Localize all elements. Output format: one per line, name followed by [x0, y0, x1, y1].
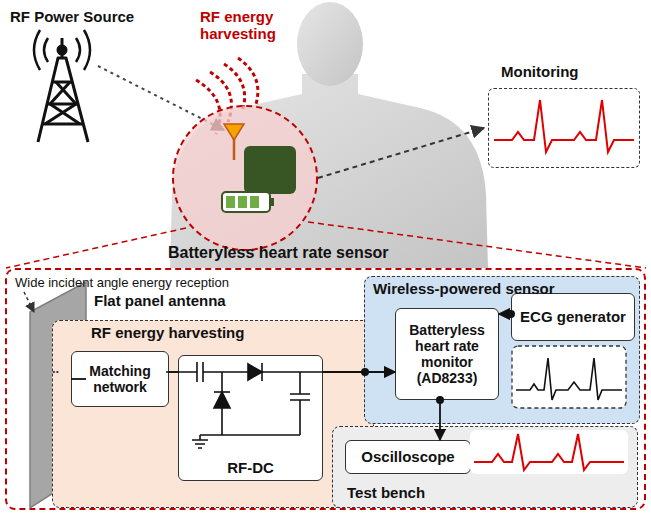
node-text: Flat panel antenna [94, 292, 226, 309]
process-box: ECG generator [511, 293, 635, 341]
zoom-line [6, 228, 186, 268]
monitoring-box: Monitoring [488, 88, 640, 168]
connector [323, 371, 395, 373]
node-text: Monitoring [501, 63, 578, 80]
node-text: Test bench [347, 484, 425, 501]
rectifier-circuit [166, 362, 365, 448]
human-figure [170, 2, 488, 268]
node-text: Matching network [72, 361, 168, 397]
junction-dot [436, 396, 444, 404]
source-label: RF Power Source [10, 8, 170, 25]
ecg-waveform-box [512, 346, 626, 408]
sensor-zoom-circle [173, 106, 317, 250]
node-text: RF energy harvesting [91, 324, 365, 341]
node-text: RF-DC [227, 459, 274, 476]
rf-tower [34, 30, 90, 142]
incidence-arrow [24, 292, 34, 312]
connector [71, 378, 86, 380]
oscilloscope-waveform [474, 434, 624, 470]
node-text: ECG generator [515, 306, 631, 327]
connector [439, 400, 441, 440]
sensor-device [222, 124, 296, 212]
sensor-label: Batteryless heart rate sensor [168, 244, 428, 262]
ellipsis-mark: .. [52, 362, 68, 377]
monitoring-link [318, 128, 484, 178]
node-text: Batteryless heart rate monitor (AD8233) [396, 320, 498, 388]
node-text: Wireless-powered sensor [373, 280, 631, 297]
oscilloscope-screen [470, 430, 628, 474]
process-box: Batteryless heart rate monitor (AD8233) [395, 308, 499, 400]
connector [169, 371, 178, 373]
monitoring-waveform [494, 100, 634, 152]
ecg-waveform [516, 358, 622, 400]
harvesting-label: RF energy harvesting [200, 8, 318, 43]
node-text: Oscilloscope [356, 446, 459, 467]
harvesting-region: RF energy harvestingMatching networkRF-D… [52, 320, 374, 508]
process-box: Matching network [71, 351, 169, 407]
junction-dot [507, 310, 515, 318]
process-box: Oscilloscope [345, 440, 471, 474]
